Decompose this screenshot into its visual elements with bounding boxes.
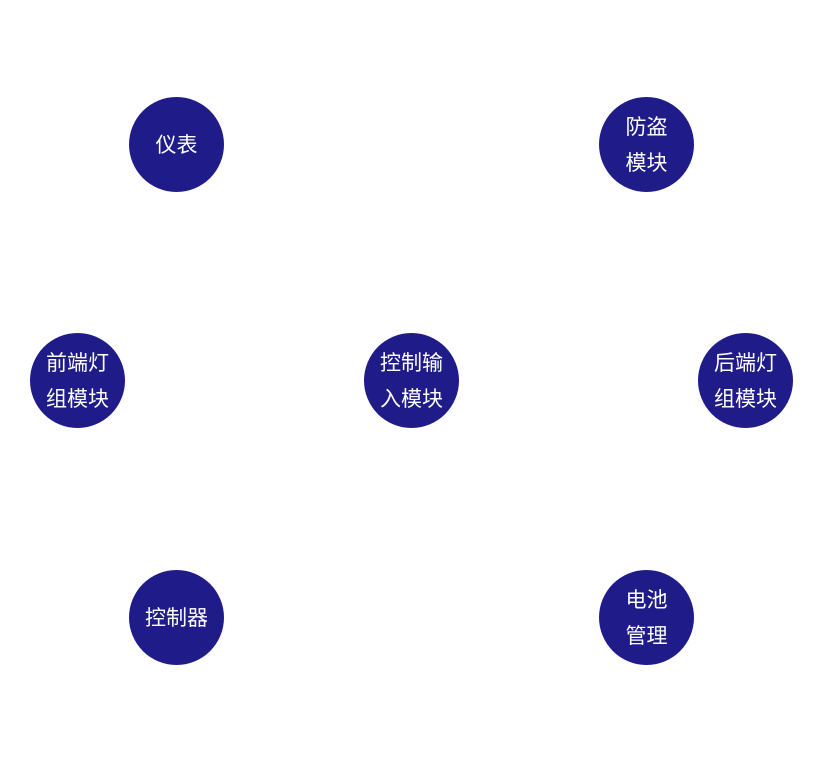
battery-management-label: 电池 管理 [625,587,668,648]
meter-node: 仪表 [129,97,224,192]
rear-light-module-node: 后端灯 组模块 [698,333,793,428]
controller-label: 控制器 [145,605,208,630]
front-light-module-node: 前端灯 组模块 [30,333,125,428]
meter-label: 仪表 [155,132,198,157]
control-input-module-label: 控制输 入模块 [380,350,443,411]
antitheft-module-node: 防盗 模块 [599,97,694,192]
controller-node: 控制器 [129,570,224,665]
control-input-module-node: 控制输 入模块 [364,333,459,428]
antitheft-module-label: 防盗 模块 [625,114,668,175]
battery-management-node: 电池 管理 [599,570,694,665]
rear-light-module-label: 后端灯 组模块 [714,350,777,411]
front-light-module-label: 前端灯 组模块 [46,350,109,411]
